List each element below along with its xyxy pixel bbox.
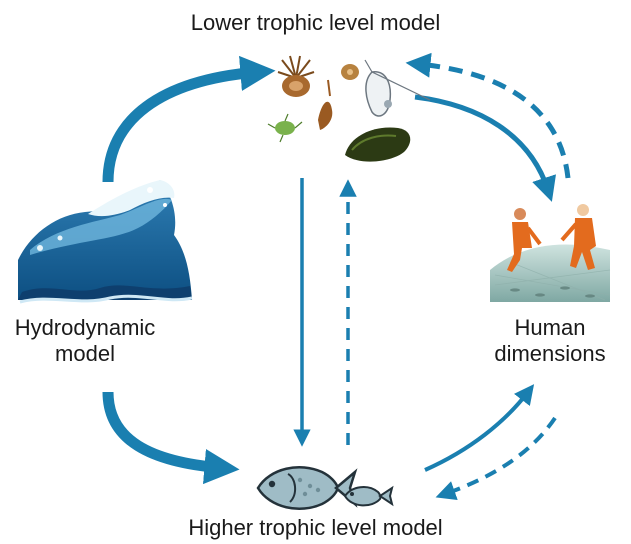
human-dimensions-label: Human dimensions bbox=[470, 315, 630, 368]
arrow-human-to-lower-dashed bbox=[405, 52, 571, 179]
fish-icon bbox=[256, 466, 394, 510]
higher-trophic-label: Higher trophic level model bbox=[188, 515, 443, 540]
hydrodynamic-label: Hydrodynamic model bbox=[10, 315, 160, 368]
arrow-higher-to-human bbox=[424, 384, 535, 472]
human-dimensions-label-line1: Human bbox=[514, 315, 586, 340]
human-dimensions-label-line2: dimensions bbox=[494, 341, 606, 367]
plankton-and-mussel-icon bbox=[267, 55, 431, 162]
hydrodynamic-label-line1: Hydrodynamic bbox=[14, 315, 156, 340]
hydrodynamic-label-line2: model bbox=[55, 341, 115, 367]
lower-trophic-label: Lower trophic level model bbox=[190, 10, 441, 35]
arrow-lower-to-human bbox=[414, 94, 556, 202]
arrow-hydro-to-lower bbox=[102, 55, 276, 183]
arrow-human-to-higher-dashed bbox=[435, 416, 557, 501]
ocean-wave-icon bbox=[18, 180, 193, 304]
fishermen-with-net-icon bbox=[490, 204, 611, 302]
arrow-hydro-to-higher bbox=[102, 391, 240, 485]
